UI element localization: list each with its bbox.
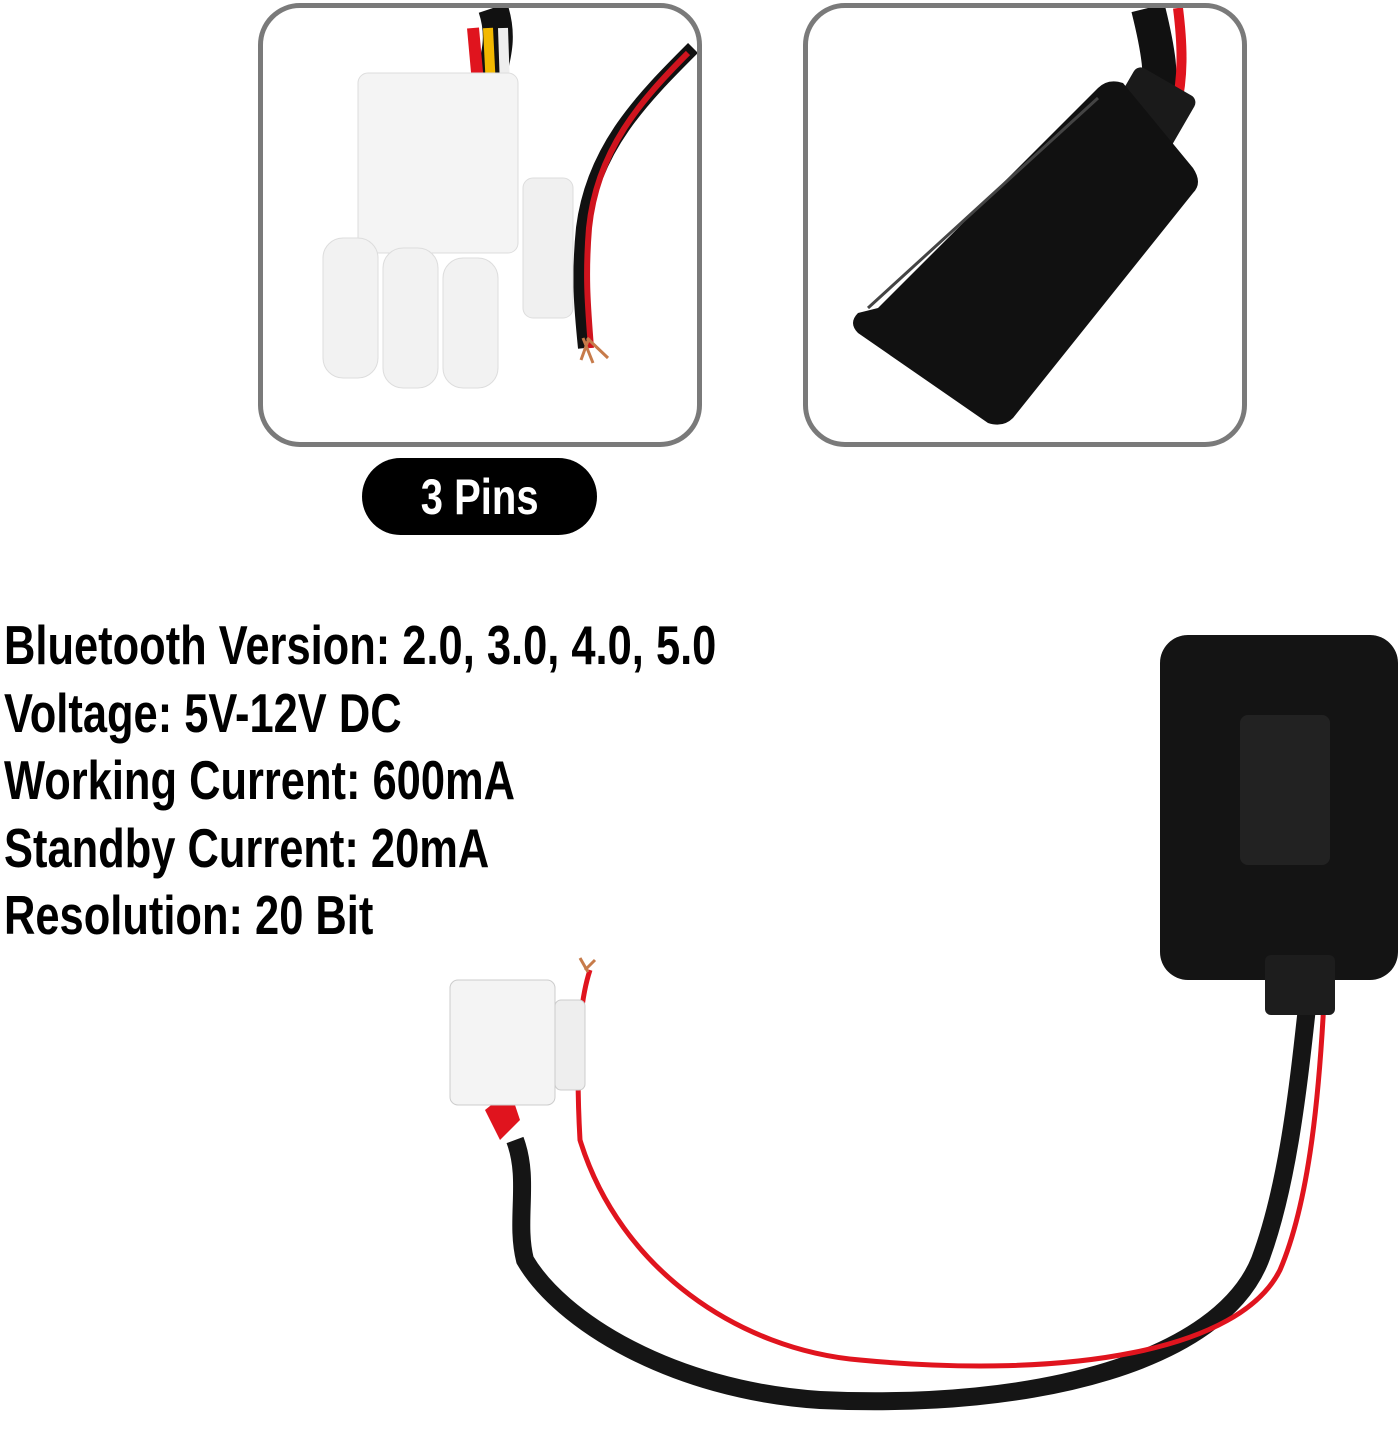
- spec-voltage: Voltage: 5V-12V DC: [4, 681, 402, 744]
- connector-closeup-panel: [258, 3, 702, 447]
- pin-count-badge: 3 Pins: [362, 458, 597, 535]
- product-full-image: [420, 620, 1400, 1438]
- spec-standby-current: Standby Current: 20mA: [4, 816, 490, 879]
- module-closeup-panel: [803, 3, 1247, 447]
- pin-count-label: 3 Pins: [420, 468, 539, 525]
- spec-list: Bluetooth Version: 2.0, 3.0, 4.0, 5.0 Vo…: [4, 612, 906, 950]
- spec-working-current: Working Current: 600mA: [4, 749, 516, 811]
- spec-bluetooth-version: Bluetooth Version: 2.0, 3.0, 4.0, 5.0: [4, 614, 717, 676]
- spec-resolution: Resolution: 20 Bit: [4, 884, 374, 946]
- module-closeup-image: [853, 8, 1198, 425]
- connector-closeup-image: [322, 8, 697, 389]
